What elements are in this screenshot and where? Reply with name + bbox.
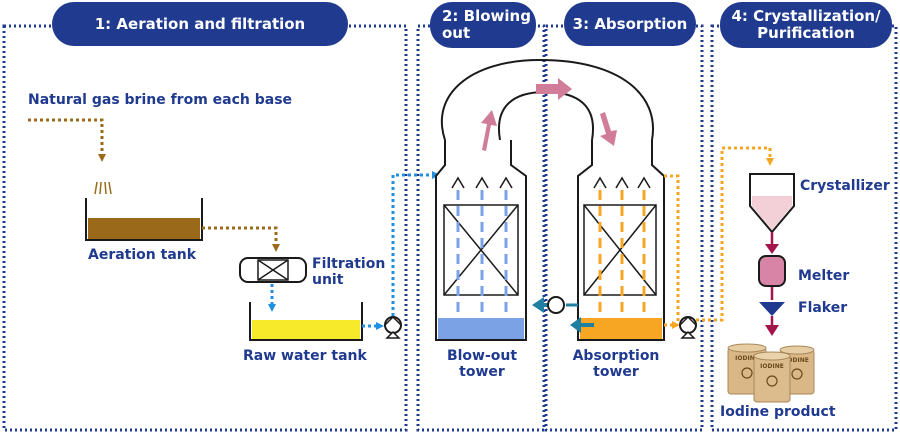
raw-water-liquid (252, 320, 360, 340)
absorption-recirc-line (664, 174, 680, 324)
aeration-to-filtration-line (202, 226, 280, 252)
stage-4-header: 4: Crystallization/ Purification (720, 2, 892, 48)
pump-to-blowout-line (391, 171, 440, 316)
aeration-tank-liquid (88, 218, 200, 240)
svg-text:IODINE: IODINE (785, 357, 809, 364)
iodine-product-cans: IODINE IODINE IODINE (727, 343, 815, 403)
brine-source-label: Natural gas brine from each base (28, 92, 293, 108)
stage-1-header: 1: Aeration and filtration (52, 2, 348, 46)
absorption-tower-label: Absorption tower (572, 348, 660, 380)
blowout-tower (435, 140, 527, 341)
aeration-tank (85, 198, 203, 241)
filtration-unit-label: Filtration unit (312, 256, 386, 288)
pump-to-crystallizer-line (696, 146, 774, 322)
flaker-icon (759, 302, 785, 316)
circulation-fan (532, 296, 594, 333)
stage-3-header: 3: Absorption (564, 2, 696, 46)
svg-text:IODINE: IODINE (760, 363, 784, 370)
aeration-tank-label: Aeration tank (88, 247, 197, 263)
gas-flow-arrows (481, 78, 617, 151)
gas-arrow-down (600, 112, 617, 146)
blowout-tower-label: Blow-out tower (446, 348, 518, 380)
brine-flow-line (28, 118, 106, 162)
raw-water-tank (249, 302, 363, 341)
spray-lines (94, 181, 112, 195)
melter-icon (758, 255, 786, 287)
absorption-tower (577, 140, 665, 341)
crystallizer-label: Crystallizer (800, 178, 890, 194)
melter-label: Melter (798, 268, 850, 284)
pump-icon-2 (679, 316, 697, 339)
gas-arrow-up (481, 110, 497, 151)
stage-2-header: 2: Blowing out (430, 2, 536, 48)
product-can-center: IODINE (753, 351, 791, 403)
svg-text:IODINE: IODINE (735, 355, 759, 362)
pump-icon-1 (384, 316, 402, 339)
filtration-unit-icon (239, 257, 307, 283)
iodine-product-label: Iodine product (720, 404, 836, 420)
raw-water-tank-label: Raw water tank (243, 348, 367, 364)
gas-arrow-right (536, 78, 572, 100)
flaker-label: Flaker (798, 300, 848, 316)
crystallizer-icon (749, 173, 795, 234)
